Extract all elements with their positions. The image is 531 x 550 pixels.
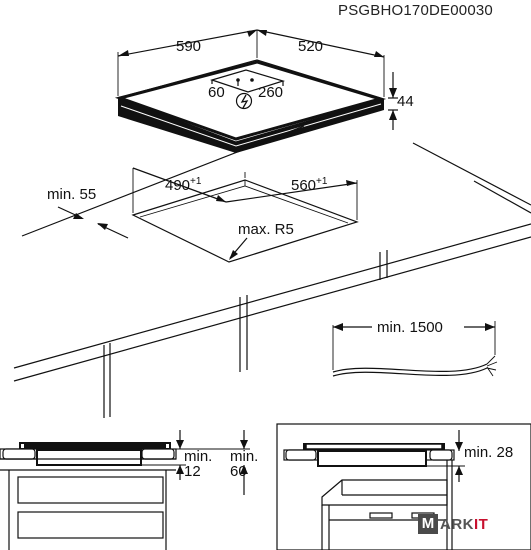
section-right-drawing (276, 423, 531, 550)
watermark-logo: M ARKIT (418, 514, 488, 534)
cutout-width-dimension (132, 167, 246, 213)
hob-depth-dimension (256, 29, 385, 97)
cutout-depth-label: 560+1 (291, 176, 328, 194)
watermark-logo-m: M (418, 514, 438, 534)
cutout-depth-dimension (225, 180, 358, 220)
section-left-min-b-label: min. (230, 448, 258, 465)
section-left-value-a-label: 12 (184, 463, 201, 480)
section-left-value-b-label: 60 (230, 463, 247, 480)
section-right-min-label: min. 28 (464, 444, 513, 461)
watermark-logo-text: ARKIT (440, 515, 489, 533)
power-connection-icon (235, 92, 253, 110)
worktop-drawing (13, 125, 531, 418)
corner-radius-label: max. R5 (238, 221, 294, 238)
corner-radius-pointer (229, 237, 248, 260)
min-edge-dimension (57, 206, 129, 239)
cutout-width-label: 490+1 (165, 176, 202, 194)
hob-height-label: 44 (397, 93, 414, 110)
cable-offset-left-label: 60 (208, 84, 225, 101)
min-edge-label: min. 55 (47, 186, 96, 203)
cable-drawing (332, 318, 498, 377)
document-code: PSGBHO170DE00030 (338, 2, 493, 19)
section-left-drawing (0, 430, 250, 550)
cable-offset-dimension (211, 80, 284, 86)
cable-offset-right-label: 260 (258, 84, 283, 101)
hob-drawing (114, 59, 387, 153)
hob-depth-label: 520 (298, 38, 323, 55)
hob-width-dimension (117, 29, 258, 96)
section-left-min-a-label: min. (184, 448, 212, 465)
hob-width-label: 590 (176, 38, 201, 55)
hob-height-dimension (388, 72, 398, 130)
cable-length-label: min. 1500 (377, 319, 443, 336)
